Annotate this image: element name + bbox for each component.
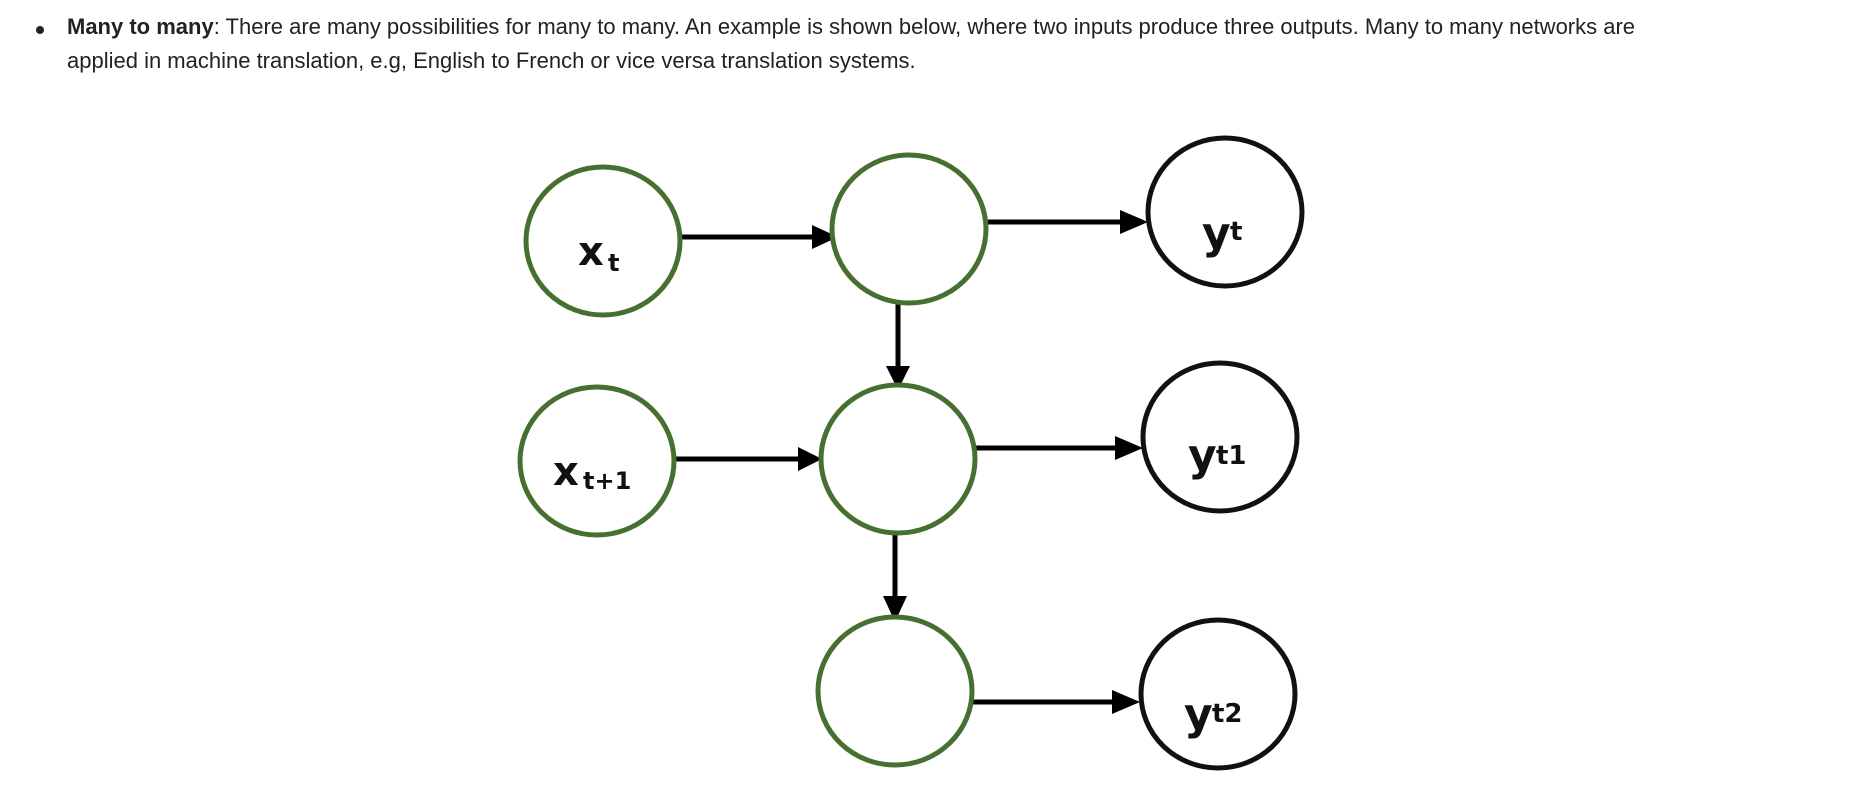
bullet-paragraph: Many to many: There are many possibiliti…	[67, 10, 1826, 78]
arrow-hidden2-to-yt1	[975, 436, 1143, 460]
bullet-dot-icon	[36, 26, 44, 34]
output-node-yt1: y t1	[1140, 360, 1300, 514]
bullet-text-line2: applied in machine translation, e.g, Eng…	[67, 48, 916, 73]
arrow-xt-to-hidden1	[680, 225, 838, 249]
input-node-xt-sub: t	[608, 249, 619, 277]
output-node-yt2: y t2	[1138, 617, 1298, 771]
output-node-yt1-label: y	[1188, 430, 1217, 481]
hidden-node-1	[829, 152, 989, 306]
input-node-xt-label: x	[578, 229, 604, 275]
arrow-xt1-to-hidden2	[675, 447, 822, 471]
bullet-text-line1: : There are many possibilities for many …	[213, 14, 1636, 39]
arrows	[675, 210, 1148, 714]
output-node-yt: y t	[1145, 135, 1305, 289]
output-node-yt-label: y	[1202, 208, 1231, 259]
input-node-xt1-label: x	[553, 449, 579, 495]
arrow-hidden1-to-yt	[985, 210, 1148, 234]
output-node-yt-sub: t	[1230, 217, 1242, 247]
input-node-xt1-sub: t+1	[583, 467, 631, 495]
input-node-xt: x t	[523, 164, 683, 318]
bullet-term: Many to many	[67, 14, 214, 39]
arrow-hidden2-to-hidden3	[883, 533, 907, 622]
arrow-hidden3-to-yt2	[972, 690, 1140, 714]
hidden-node-3	[815, 614, 975, 768]
input-node-xt1: x t+1	[517, 384, 677, 538]
output-node-yt1-sub: t1	[1216, 441, 1247, 471]
arrow-hidden1-to-hidden2	[886, 300, 910, 390]
output-node-yt2-sub: t2	[1212, 699, 1243, 729]
bullet-item-many-to-many: Many to many: There are many possibiliti…	[36, 10, 1826, 78]
hidden-node-2	[818, 382, 978, 536]
output-node-yt2-label: y	[1184, 689, 1213, 740]
